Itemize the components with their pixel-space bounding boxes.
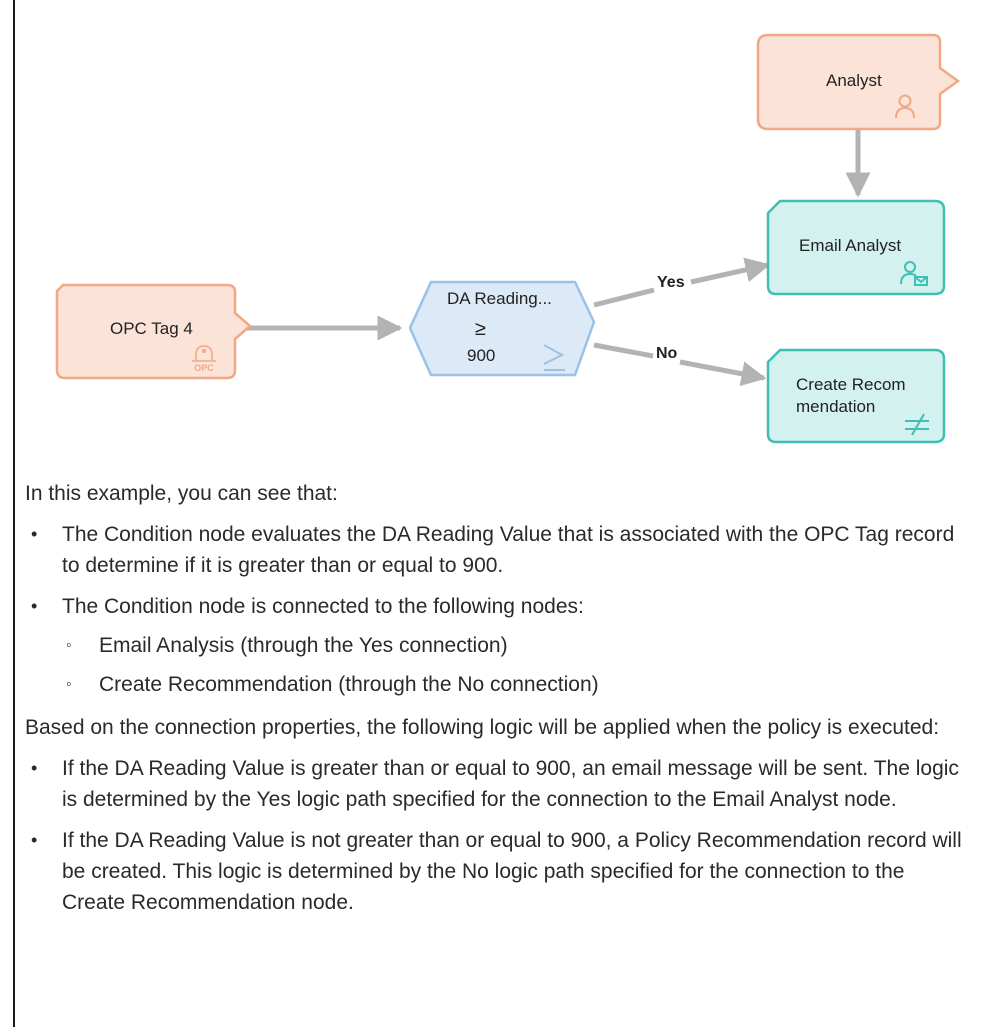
edge-yes-segment-a <box>593 287 655 308</box>
opc-tag-node[interactable] <box>55 283 252 380</box>
sub-bullet-list: Email Analysis (through the Yes connecti… <box>62 630 965 700</box>
opc-tag-node-label: OPC Tag 4 <box>110 319 193 338</box>
list-item: If the DA Reading Value is not greater t… <box>25 825 965 918</box>
condition-value: 900 <box>467 346 496 365</box>
person-icon <box>895 94 915 119</box>
create-recommendation-label-line2: mendation <box>796 397 876 416</box>
sub-list-item: Email Analysis (through the Yes connecti… <box>62 630 965 661</box>
email-analyst-node[interactable] <box>766 199 946 296</box>
edge-no-segment-b <box>679 359 767 387</box>
intro-paragraph: In this example, you can see that: <box>25 482 338 505</box>
list-item: If the DA Reading Value is greater than … <box>25 753 965 815</box>
greater-equal-icon <box>543 344 565 371</box>
policy-diagram: OPC Analyst Email Analyst OPC Tag 4 DA R… <box>0 0 982 460</box>
analyst-node-label: Analyst <box>826 71 882 90</box>
recommendation-icon <box>905 413 929 436</box>
diagram-canvas: OPC <box>55 33 961 444</box>
edge-label-no: No <box>656 345 678 362</box>
description-text: In this example, you can see that: The C… <box>25 470 965 918</box>
list-item: The Condition node evaluates the DA Read… <box>25 519 965 581</box>
create-recommendation-label-line1: Create Recom <box>796 375 906 394</box>
condition-node[interactable] <box>408 280 596 377</box>
logic-bullet-list: If the DA Reading Value is greater than … <box>25 753 965 918</box>
create-recommendation-node[interactable] <box>766 348 946 444</box>
person-email-icon <box>900 261 928 286</box>
logic-paragraph: Based on the connection properties, the … <box>25 716 940 739</box>
list-item: The Condition node is connected to the f… <box>25 591 965 700</box>
condition-operator: ≥ <box>475 318 486 340</box>
list-item-text: The Condition node is connected to the f… <box>62 595 584 618</box>
sub-list-item: Create Recommendation (through the No co… <box>62 669 965 700</box>
email-analyst-node-label: Email Analyst <box>799 236 902 255</box>
opc-icon <box>192 345 216 362</box>
edge-label-yes: Yes <box>657 274 685 291</box>
left-border-rule <box>13 0 15 1027</box>
edge-no-segment-a <box>593 342 654 359</box>
edge-yes-segment-b <box>690 257 771 285</box>
bullet-list: The Condition node evaluates the DA Read… <box>25 519 965 700</box>
condition-title: DA Reading... <box>447 289 552 308</box>
opc-icon-text: OPC <box>194 363 214 373</box>
